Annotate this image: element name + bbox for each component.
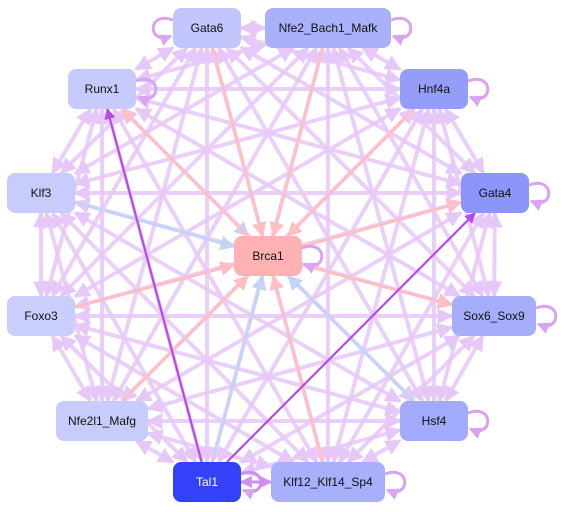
node-label-foxo3: Foxo3 [24,309,58,323]
node-label-gata4: Gata4 [479,186,512,200]
self-loop-brca1 [301,244,324,274]
node-tal1[interactable]: Tal1 [173,462,241,502]
self-loop-tal1 [240,470,263,500]
node-label-klf12: Klf12_Klf14_Sp4 [283,475,373,489]
self-loop-klf12 [384,470,407,500]
node-label-nfe2l1: Nfe2l1_Mafg [68,414,136,428]
node-box-tal1[interactable] [173,462,241,502]
self-loop-sox6 [535,304,558,334]
node-box-klf12[interactable] [271,462,385,502]
node-box-gata4[interactable] [461,173,529,213]
node-label-hnf4a: Hnf4a [418,82,450,96]
edge-hsf4-to-klf12 [361,438,402,464]
edge-nfe2-to-brca1 [269,47,325,238]
node-box-gata6[interactable] [173,8,241,48]
node-klf3[interactable]: Klf3 [7,173,75,213]
node-box-sox6[interactable] [452,296,536,336]
self-loop-gata6 [151,16,174,46]
node-gata4[interactable]: Gata4 [461,173,529,213]
self-loop-hnf4a [467,77,490,107]
self-loop-hsf4 [467,409,490,439]
node-klf12[interactable]: Klf12_Klf14_Sp4 [271,462,385,502]
edge-brca1-to-sox6 [301,263,454,309]
node-hsf4[interactable]: Hsf4 [400,401,468,441]
edge-brca1-to-gata4 [301,198,463,249]
edge-nfe2l1-to-brca1 [121,274,249,403]
node-box-runx1[interactable] [68,69,136,109]
node-box-hsf4[interactable] [400,401,468,441]
edge-gata6-to-brca1 [210,47,267,238]
node-gata6[interactable]: Gata6 [173,8,241,48]
node-sox6[interactable]: Sox6_Sox9 [452,296,536,336]
node-foxo3[interactable]: Foxo3 [7,296,75,336]
node-label-brca1: Brca1 [252,249,284,263]
node-nfe2l1[interactable]: Nfe2l1_Mafg [56,401,148,441]
node-label-gata6: Gata6 [191,21,224,35]
node-runx1[interactable]: Runx1 [68,69,136,109]
node-box-klf3[interactable] [7,173,75,213]
edge-gata4-to-sox6 [486,211,503,298]
node-box-foxo3[interactable] [7,296,75,336]
self-loop-nfe2 [390,16,413,46]
node-box-nfe2[interactable] [265,8,391,48]
node-nfe2[interactable]: Nfe2_Bach1_Mafk [265,8,391,48]
node-label-tal1: Tal1 [196,475,218,489]
edge-hnf4a-to-brca1 [286,107,416,238]
edge-tal1-to-runx1 [104,107,203,463]
self-loop-runx1 [135,77,158,107]
node-label-runx1: Runx1 [85,82,120,96]
node-hnf4a[interactable]: Hnf4a [400,69,468,109]
node-label-sox6: Sox6_Sox9 [463,309,525,323]
edge-klf3-to-brca1 [74,200,236,251]
edge-tal1-to-gata4 [226,212,476,463]
node-brca1[interactable]: Brca1 [234,236,302,276]
edge-tal1-to-brca1 [210,274,267,463]
self-loop-gata4 [528,181,551,211]
self-loops-layer [135,16,558,500]
node-box-hnf4a[interactable] [400,69,468,109]
node-box-brca1[interactable] [234,236,302,276]
node-box-nfe2l1[interactable] [56,401,148,441]
node-label-klf3: Klf3 [31,186,52,200]
edge-brca1-to-runx1 [120,107,250,238]
edge-klf12-to-brca1 [269,274,325,463]
node-label-hsf4: Hsf4 [422,414,447,428]
node-label-nfe2: Nfe2_Bach1_Mafk [279,21,379,35]
